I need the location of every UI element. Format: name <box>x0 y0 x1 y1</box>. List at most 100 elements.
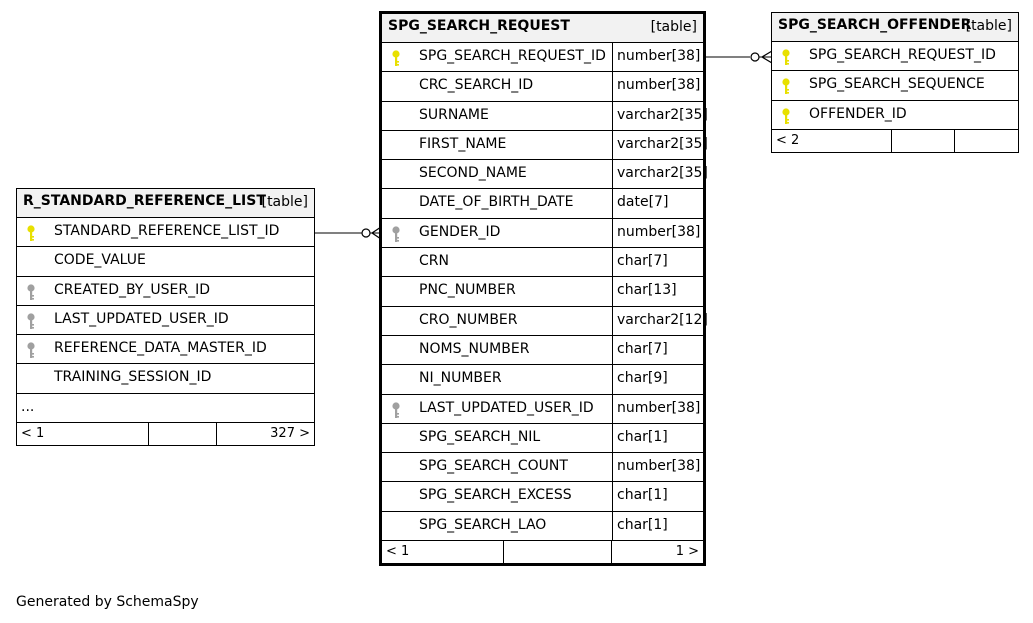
table-row[interactable]: SPG_SEARCH_REQUEST_ID <box>772 42 1018 72</box>
column-name: SPG_SEARCH_NIL <box>419 428 541 445</box>
column-type: char[13] <box>612 277 677 306</box>
table-spg-search-request[interactable]: SPG_SEARCH_REQUEST [table] SPG_SEARCH_RE… <box>379 11 708 567</box>
table-r-standard-reference-list[interactable]: R_STANDARD_REFERENCE_LIST [table] STANDA… <box>16 188 315 447</box>
table-row[interactable]: CRO_NUMBER varchar2[12] <box>382 306 708 336</box>
primary-key-icon <box>780 48 792 66</box>
column-type: number[38] <box>612 453 700 482</box>
column-name: STANDARD_REFERENCE_LIST_ID <box>54 223 280 239</box>
column-type: char[1] <box>612 423 668 453</box>
relationship-ref-list-to-search-request <box>315 226 382 240</box>
table-name: R_STANDARD_REFERENCE_LIST <box>23 193 266 209</box>
column-name: NI_NUMBER <box>419 370 502 387</box>
table-row[interactable]: SURNAME varchar2[35] <box>382 101 708 131</box>
column-name: DATE_OF_BIRTH_DATE <box>419 194 574 211</box>
table-row[interactable]: CREATED_BY_USER_ID <box>17 277 314 306</box>
column-name: ... <box>21 398 35 415</box>
column-type: number[38] <box>612 394 700 423</box>
primary-key-icon <box>390 49 402 67</box>
column-name: OFFENDER_ID <box>809 105 907 122</box>
footer-mid <box>503 541 611 564</box>
table-spg-search-offender[interactable]: SPG_SEARCH_OFFENDER [table] SPG_SEARCH_R… <box>771 12 1019 153</box>
table-row[interactable]: SPG_SEARCH_NIL char[1] <box>382 423 703 454</box>
table-row[interactable]: OFFENDER_ID <box>772 101 1018 130</box>
column-name: CRN <box>419 253 449 270</box>
column-name: LAST_UPDATED_USER_ID <box>54 310 229 327</box>
foreign-key-icon <box>25 341 37 359</box>
table-kind: [table] <box>965 18 1012 34</box>
footer-left[interactable]: < 1 <box>21 426 45 442</box>
foreign-key-icon <box>390 225 402 243</box>
table-row[interactable]: TRAINING_SESSION_ID <box>17 364 314 394</box>
foreign-key-icon <box>25 283 37 301</box>
footer-right <box>954 129 1018 152</box>
column-name: LAST_UPDATED_USER_ID <box>419 399 594 416</box>
table-row[interactable]: SPG_SEARCH_COUNT number[38] <box>382 453 703 483</box>
table-row[interactable]: REFERENCE_DATA_MASTER_ID <box>17 335 314 365</box>
table-row[interactable]: PNC_NUMBER char[13] <box>382 277 703 307</box>
column-type: varchar2[35] <box>612 101 708 130</box>
table-row[interactable]: DATE_OF_BIRTH_DATE date[7] <box>382 189 703 219</box>
column-type: char[7] <box>612 248 668 277</box>
table-kind: [table] <box>650 19 697 35</box>
table-row[interactable]: SPG_SEARCH_SEQUENCE <box>772 71 1018 101</box>
column-name: SPG_SEARCH_COUNT <box>419 458 568 475</box>
column-name: SURNAME <box>419 106 489 123</box>
primary-key-icon <box>780 77 792 95</box>
column-name: SPG_SEARCH_LAO <box>419 516 547 533</box>
footer-right[interactable]: 1 > <box>611 541 703 564</box>
table-row[interactable]: CRC_SEARCH_ID number[38] <box>382 72 703 102</box>
column-name: TRAINING_SESSION_ID <box>54 369 212 386</box>
table-row[interactable]: STANDARD_REFERENCE_LIST_ID <box>17 218 314 248</box>
footer-right[interactable]: 327 > <box>216 423 314 446</box>
relationship-search-request-to-search-offender <box>705 50 773 64</box>
foreign-key-icon <box>390 401 402 419</box>
table-row[interactable]: SECOND_NAME varchar2[35] <box>382 160 708 190</box>
column-type: char[7] <box>612 335 668 365</box>
column-name: FIRST_NAME <box>419 135 507 152</box>
column-type: number[38] <box>612 43 700 72</box>
column-name: PNC_NUMBER <box>419 282 516 299</box>
table-header: R_STANDARD_REFERENCE_LIST [table] <box>17 189 314 218</box>
column-name: SPG_SEARCH_EXCESS <box>419 487 572 504</box>
primary-key-icon <box>25 224 37 242</box>
column-name: SECOND_NAME <box>419 165 527 182</box>
column-type: varchar2[12] <box>612 306 708 335</box>
footer-left[interactable]: < 1 <box>386 544 410 560</box>
column-name: CRO_NUMBER <box>419 311 518 328</box>
column-name: CREATED_BY_USER_ID <box>54 281 211 298</box>
table-row[interactable]: CODE_VALUE <box>17 247 314 277</box>
column-name: REFERENCE_DATA_MASTER_ID <box>54 340 267 357</box>
table-name: SPG_SEARCH_REQUEST <box>388 18 570 34</box>
table-row[interactable]: CRN char[7] <box>382 248 703 278</box>
column-type: number[38] <box>612 72 700 101</box>
column-list: STANDARD_REFERENCE_LIST_ID CODE_VALUE CREA… <box>17 218 314 424</box>
table-kind: [table] <box>261 194 308 210</box>
column-type: char[1] <box>612 482 668 511</box>
primary-key-icon <box>780 107 792 125</box>
table-header: SPG_SEARCH_REQUEST [table] <box>382 14 703 43</box>
table-header: SPG_SEARCH_OFFENDER [table] <box>772 13 1018 42</box>
column-name: GENDER_ID <box>419 223 501 240</box>
footer-left[interactable]: < 2 <box>776 132 800 148</box>
foreign-key-icon <box>25 312 37 330</box>
column-name: CRC_SEARCH_ID <box>419 77 534 94</box>
table-row[interactable]: FIRST_NAME varchar2[35] <box>382 130 708 161</box>
column-name: SPG_SEARCH_SEQUENCE <box>809 76 985 93</box>
table-row[interactable]: SPG_SEARCH_EXCESS char[1] <box>382 482 703 512</box>
table-row[interactable]: LAST_UPDATED_USER_ID number[38] <box>382 394 703 424</box>
column-type: varchar2[35] <box>612 160 708 189</box>
column-list: SPG_SEARCH_REQUEST_ID SPG_SEARCH_SEQUENCE… <box>772 42 1018 130</box>
table-row[interactable]: LAST_UPDATED_USER_ID <box>17 306 314 336</box>
column-name: SPG_SEARCH_REQUEST_ID <box>809 47 996 63</box>
column-type: varchar2[35] <box>612 130 708 160</box>
table-row[interactable]: ... <box>17 394 314 424</box>
column-type: date[7] <box>612 189 668 218</box>
table-footer: < 1 1 > <box>382 541 703 564</box>
